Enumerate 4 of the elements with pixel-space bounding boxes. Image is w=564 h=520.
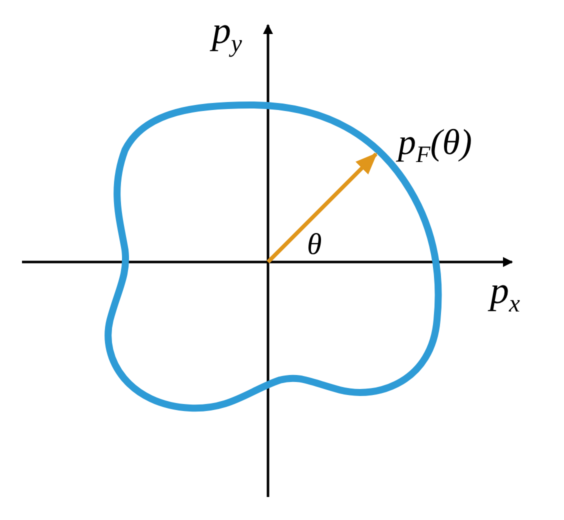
axis-label: p$_{x}$ [490,272,520,318]
angle-label: θ [307,230,322,260]
curve-label: p$_{F}$(θ) [398,124,472,168]
axis-label: p$_{y}$ [212,12,242,58]
